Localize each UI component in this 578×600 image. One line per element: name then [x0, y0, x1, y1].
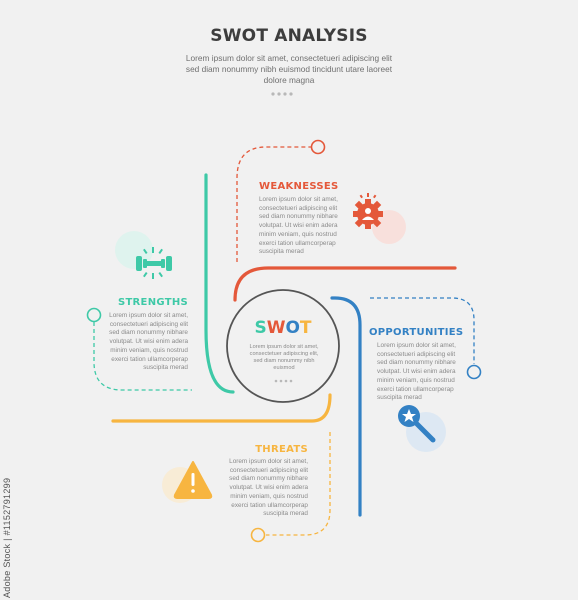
stock-watermark: Adobe Stock | #1152791299 — [2, 477, 12, 598]
weaknesses-text: Lorem ipsum dolor sit amet, consectetuer… — [259, 196, 338, 256]
weaknesses-dashed-connector — [236, 146, 311, 262]
center-dots — [274, 379, 293, 383]
threats-dashed-connector — [266, 432, 331, 536]
swot-letter-o: O — [285, 318, 300, 338]
magnifier-star-icon — [398, 405, 436, 443]
threats-text: Lorem ipsum dolor sit amet, consectetuer… — [229, 458, 308, 518]
swot-letter-t: T — [299, 318, 312, 338]
gear-person-icon — [353, 193, 383, 229]
threats-line — [111, 393, 332, 423]
center-text: Lorem ipsum dolor sit amet, consectetuer… — [249, 344, 319, 371]
header-dots — [271, 92, 293, 96]
weaknesses-heading: WEAKNESSES — [259, 181, 339, 192]
opportunities-heading: OPPORTUNITIES — [369, 327, 464, 338]
strengths-heading: STRENGTHS — [117, 297, 188, 308]
weaknesses-end-dot — [310, 139, 326, 155]
strengths-end-dot — [86, 307, 102, 323]
threats-heading: THREATS — [255, 444, 308, 455]
opportunities-line — [330, 296, 362, 517]
page-title: SWOT ANALYSIS — [210, 26, 368, 46]
opportunities-text: Lorem ipsum dolor sit amet, consectetuer… — [377, 342, 456, 402]
center-ring — [226, 289, 340, 403]
dumbbell-icon — [136, 247, 172, 279]
threats-end-dot — [250, 527, 266, 543]
opportunities-dashed-connector — [370, 297, 475, 364]
swot-letter-s: S — [254, 318, 267, 338]
weaknesses-line — [233, 266, 457, 302]
swot-letter-w: W — [266, 318, 286, 338]
warning-triangle-icon — [173, 461, 213, 499]
opportunities-end-dot — [466, 364, 482, 380]
strengths-text: Lorem ipsum dolor sit amet, consectetuer… — [109, 312, 188, 372]
strengths-line — [204, 173, 235, 394]
weaknesses-icon-halo — [372, 210, 406, 244]
strengths-dashed-connector — [93, 322, 192, 391]
page-subtitle: Lorem ipsum dolor sit amet, consectetuer… — [185, 53, 393, 85]
swot-wordmark: SWOT — [236, 318, 330, 338]
